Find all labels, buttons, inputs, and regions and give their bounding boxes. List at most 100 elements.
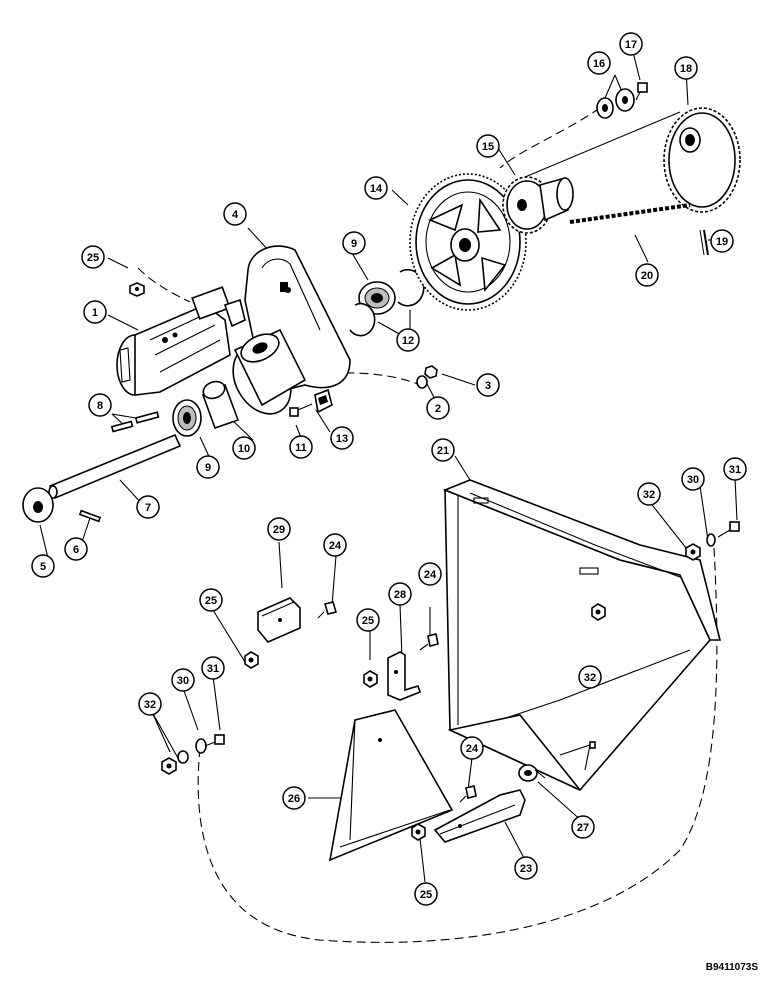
callout-c12: 12 [396,328,420,352]
callout-label: 13 [336,433,348,445]
callout-c27: 27 [571,815,595,839]
callout-c1: 1 [83,300,107,324]
callout-circle [710,229,734,253]
callout-c28: 28 [388,582,412,606]
callout-circle [364,176,388,200]
callout-circle [587,51,611,75]
callout-circle [619,32,643,56]
callout-circle [356,608,380,632]
part-large-gear [409,173,527,311]
callout-circle [289,435,313,459]
callout-label: 18 [680,63,692,75]
callout-circle [223,202,247,226]
callout-circle [431,438,455,462]
callout-c19: 19 [710,229,734,253]
callout-c31a: 31 [723,457,747,481]
callout-circle [83,300,107,324]
callout-circle [171,668,195,692]
callout-label: 2 [435,403,441,415]
part-keys-8 [110,411,160,433]
callout-circle [635,263,659,287]
part-key-6 [78,509,102,523]
callout-label: 24 [424,569,437,581]
part-chain [524,111,691,224]
part-bracket-23 [433,789,526,843]
callout-label: 28 [394,589,406,601]
callout-circle [81,245,105,269]
callout-c16: 16 [587,51,611,75]
callout-label: 7 [145,502,151,514]
callout-c15: 15 [476,134,500,158]
part-bracket-29 [257,597,301,643]
callout-circle [637,482,661,506]
callout-label: 16 [593,58,605,70]
part-guard-shield [442,479,722,791]
callout-label: 31 [207,663,219,675]
callout-label: 21 [437,445,449,457]
callout-circle [196,455,220,479]
callout-label: 24 [329,540,342,552]
callout-label: 20 [641,270,653,282]
callout-c26: 26 [282,786,306,810]
part-pin-19 [699,229,709,256]
callout-label: 8 [97,400,103,412]
callout-label: 4 [232,209,239,221]
callout-c23: 23 [514,856,538,880]
callout-c10: 10 [232,436,256,460]
callout-c32c: 32 [138,692,162,716]
callout-circle [723,457,747,481]
part-drive-bracket [232,245,351,415]
callout-c24b: 24 [418,562,442,586]
callout-circle [571,815,595,839]
callout-label: 31 [729,464,741,476]
callout-circle [578,665,602,689]
callout-c13: 13 [330,426,354,450]
callout-circle [460,736,484,760]
callout-c25c: 25 [356,608,380,632]
callout-circle [396,328,420,352]
callout-c8: 8 [88,393,112,417]
part-bolt-17 [635,82,648,101]
callout-circle [674,56,698,80]
callout-label: 32 [144,699,156,711]
part-nut-25b [244,651,259,669]
callout-circle [232,436,256,460]
part-bracket-28 [387,651,421,701]
callout-label: 6 [73,544,79,556]
part-grommet-27 [518,764,546,782]
callout-label: 11 [295,442,307,454]
callout-c29: 29 [267,517,291,541]
part-starter-motor [116,286,246,396]
callout-label: 9 [205,462,211,474]
callout-circle [514,856,538,880]
callout-label: 26 [288,793,300,805]
callout-c32b: 32 [578,665,602,689]
callout-c30a: 30 [681,467,705,491]
callout-circle [426,396,450,420]
part-nut-25d [411,823,426,841]
callout-c9b: 9 [196,455,220,479]
callout-circle [330,426,354,450]
part-bolt-24c [459,785,477,803]
callout-label: 10 [238,443,250,455]
callout-c5: 5 [31,554,55,578]
callout-c17: 17 [619,32,643,56]
callout-circle [31,554,55,578]
callout-circle [199,588,223,612]
part-washers [596,88,635,119]
part-ground-hardware-top [685,521,740,561]
part-ground-hardware-left [161,734,225,775]
callout-circle [138,692,162,716]
callout-c32a: 32 [637,482,661,506]
callout-label: 30 [687,474,699,486]
callout-circle [418,562,442,586]
part-bushing-10 [201,380,240,430]
callout-label: 25 [362,615,374,627]
callout-label: 15 [482,141,494,153]
part-bolt-24b [419,633,439,651]
callout-circle [681,467,705,491]
callout-label: 9 [351,238,357,250]
callout-c3: 3 [476,373,500,397]
part-bearing-9b [172,399,202,437]
callout-c18: 18 [674,56,698,80]
